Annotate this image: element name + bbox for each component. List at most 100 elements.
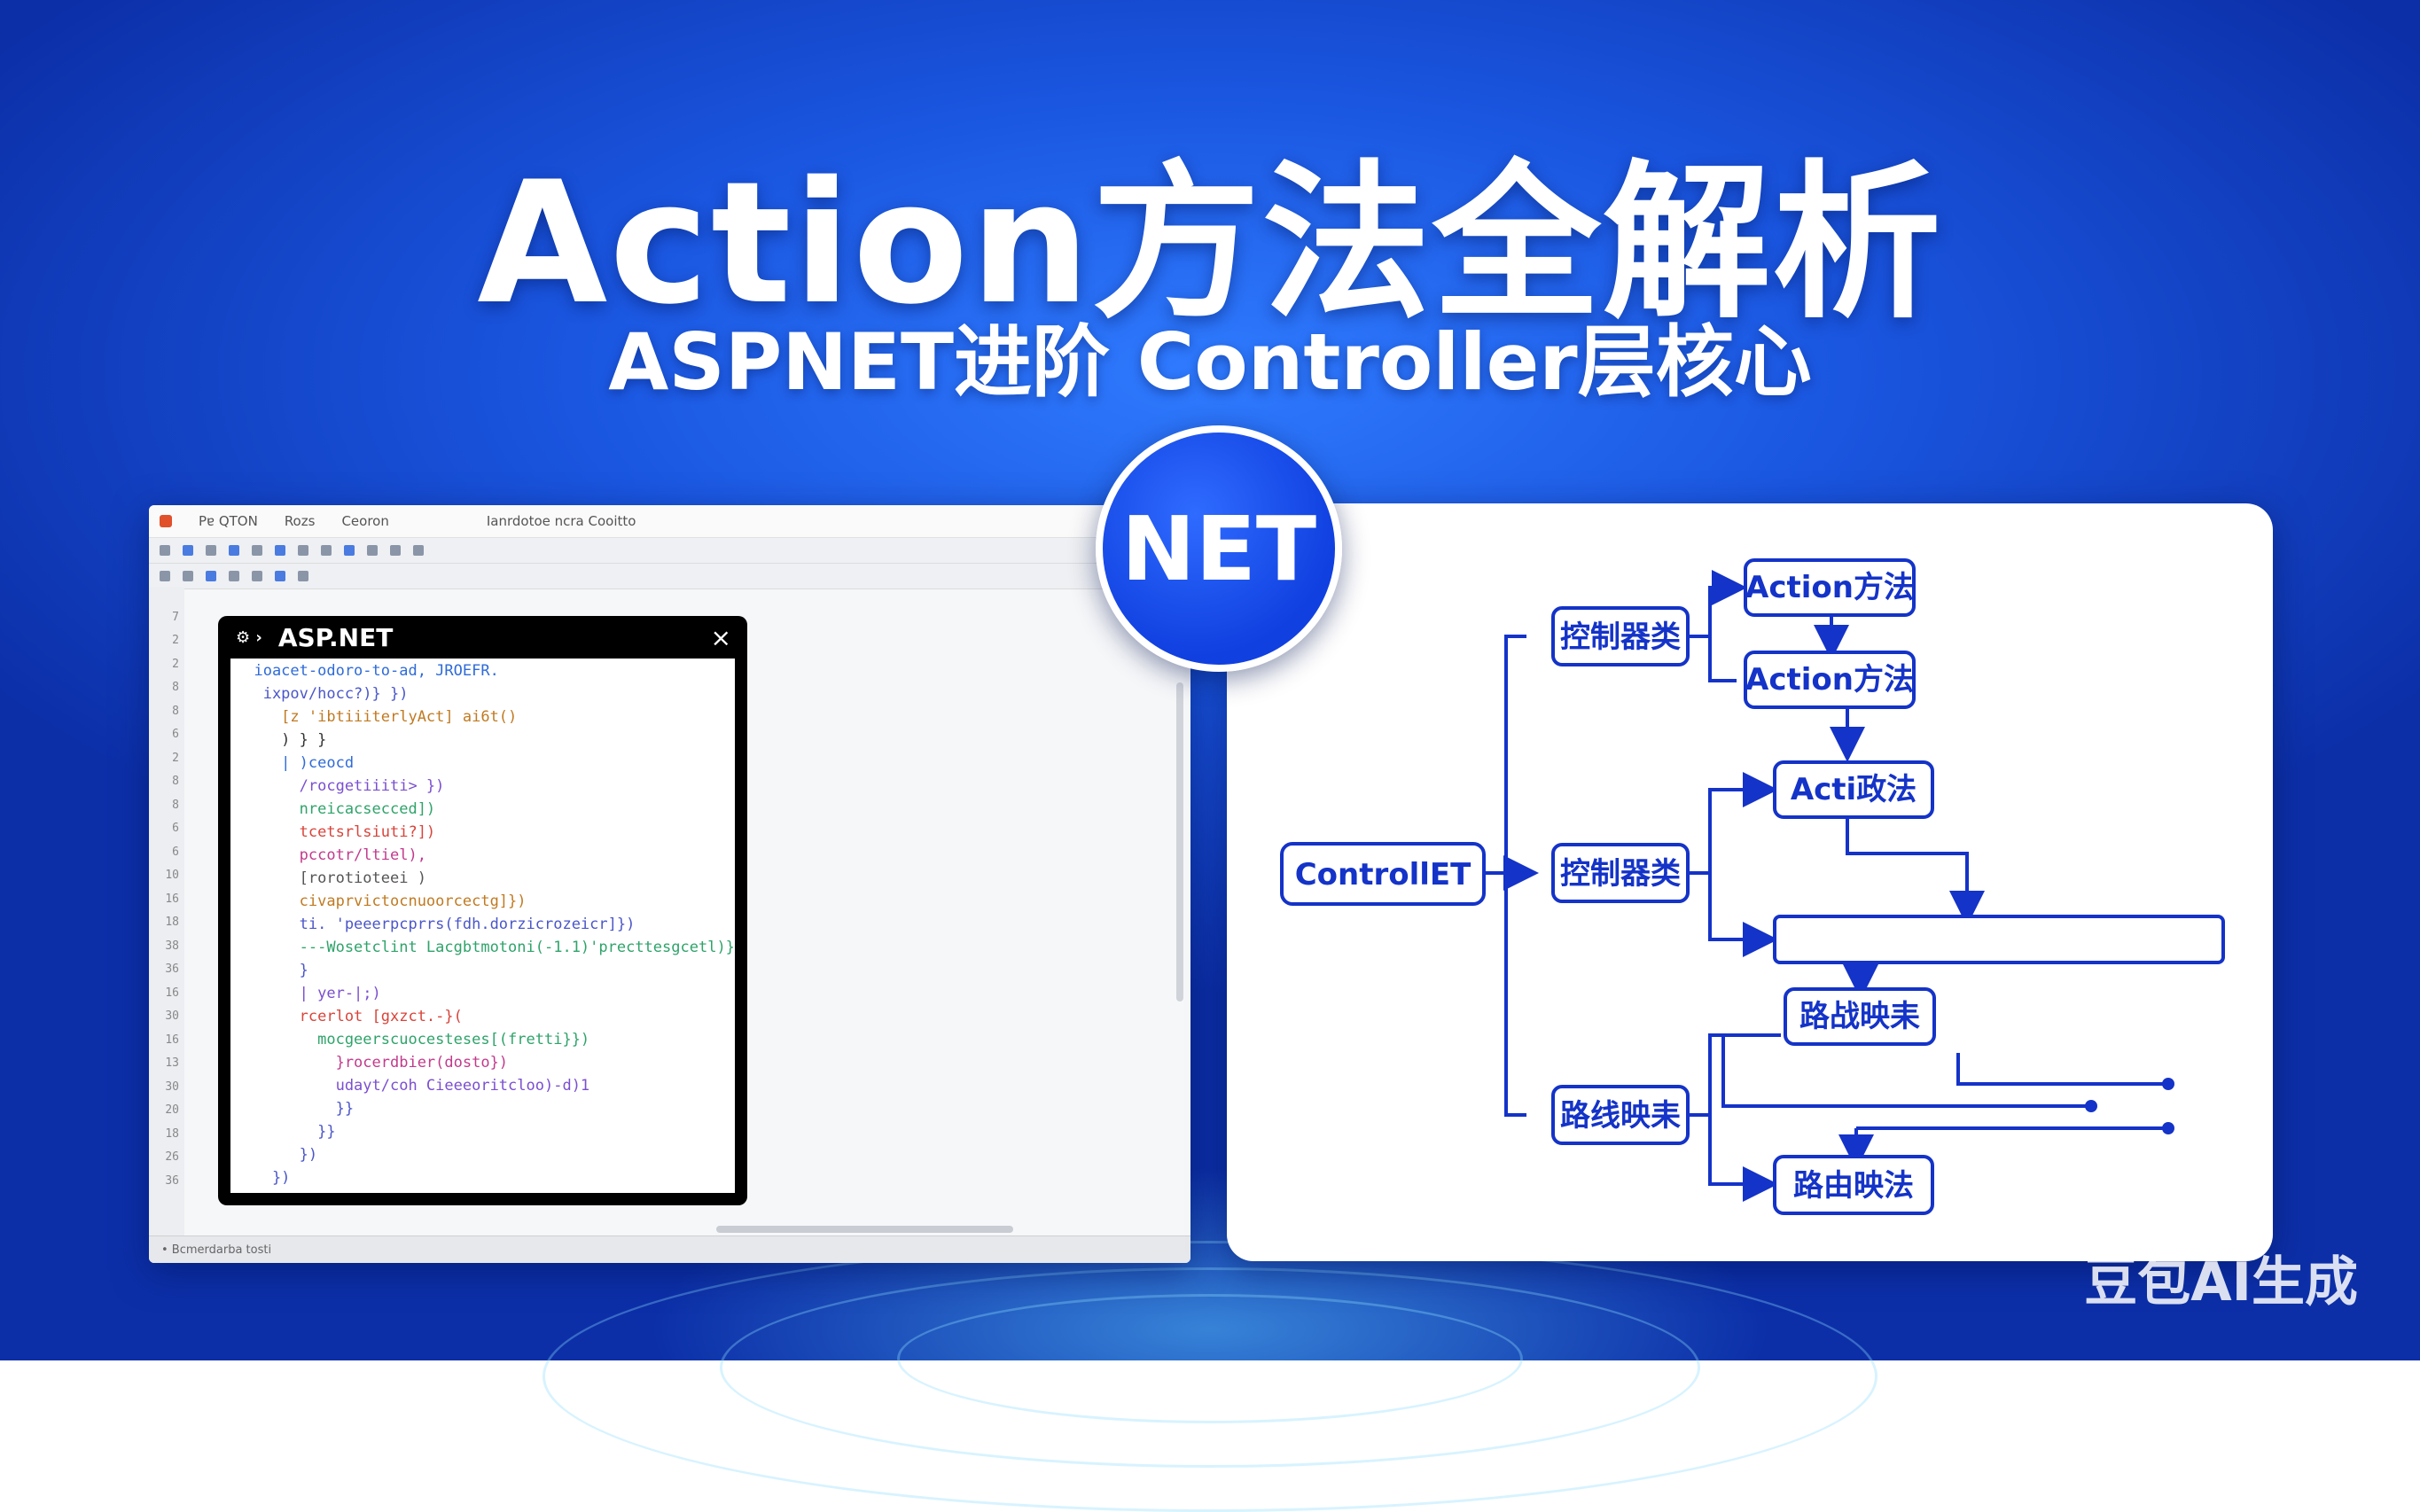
toolbar-icon[interactable] xyxy=(252,545,262,556)
edge xyxy=(1708,873,1778,957)
code-line: ioacet-odoro-to-ad, JROEFR. xyxy=(236,662,499,680)
edge xyxy=(1688,570,1747,638)
toolbar-icon[interactable] xyxy=(160,545,170,556)
toolbar-icon[interactable] xyxy=(229,571,239,581)
node-long-bar[interactable] xyxy=(1773,915,2225,964)
code-line: [z 'ibtiiiterlyAct] ai6t() xyxy=(236,708,518,726)
code-line: } xyxy=(236,962,308,979)
code-window-icon: ⚙ › xyxy=(236,627,262,647)
code-editor[interactable]: ioacet-odoro-to-ad, JROEFR. ixpov/hocc?)… xyxy=(230,659,735,1193)
toolbar-icon[interactable] xyxy=(183,571,193,581)
line-number: 8 xyxy=(172,681,179,694)
svg-text:Action方法: Action方法 xyxy=(1745,662,1914,698)
vertical-scrollbar[interactable] xyxy=(1176,682,1183,1002)
toolbar-icon[interactable] xyxy=(413,545,424,556)
line-number: 2 xyxy=(172,634,179,647)
edge xyxy=(1708,1115,1778,1202)
edge xyxy=(1956,1053,2168,1086)
toolbar-icon[interactable] xyxy=(252,571,262,581)
line-number: 30 xyxy=(165,1009,179,1023)
toolbar-icon[interactable] xyxy=(298,545,308,556)
edge xyxy=(1721,1035,2091,1108)
line-number: 36 xyxy=(165,1173,179,1188)
ide-window: Pɐ QTON Rozs Ceoron Ianrdotoe ncra Cooit… xyxy=(149,505,1190,1263)
node-controller[interactable]: ControllET xyxy=(1280,842,1486,906)
code-line: ti. 'peeerpcprrs(fdh.dorzicrozeicr]}) xyxy=(236,916,636,933)
ide-toolbar-2 xyxy=(149,564,1190,589)
code-line: }) xyxy=(236,1146,318,1164)
line-number: 18 xyxy=(165,916,179,929)
flow-diagram-svg: ControllET 控制器类 控制器类 路线映耒 Action方法 Actio… xyxy=(1280,558,2225,1215)
ide-titlebar: Pɐ QTON Rozs Ceoron Ianrdotoe ncra Cooit… xyxy=(149,505,1190,538)
toolbar-icon[interactable] xyxy=(390,545,401,556)
svg-text:Action方法: Action方法 xyxy=(1745,570,1914,605)
node-action-2[interactable]: Action方法 xyxy=(1744,651,1916,709)
svg-text:路由映法: 路由映法 xyxy=(1793,1168,1914,1204)
edge xyxy=(1504,635,1526,873)
close-icon[interactable]: × xyxy=(710,622,731,652)
svg-text:Acti政法: Acti政法 xyxy=(1791,772,1916,807)
toolbar-icon[interactable] xyxy=(206,545,216,556)
line-number: 13 xyxy=(165,1056,179,1070)
ide-toolbar-1 xyxy=(149,538,1190,564)
node-route-map-mid[interactable]: 路战映耒 xyxy=(1784,987,1936,1046)
glow-ring-3 xyxy=(897,1294,1523,1423)
toolbar-icon[interactable] xyxy=(344,545,355,556)
edge-dot xyxy=(2162,1122,2174,1134)
toolbar-icon[interactable] xyxy=(367,545,378,556)
node-controller-class-top[interactable]: 控制器类 xyxy=(1551,606,1690,666)
ide-title-item[interactable]: Rozs xyxy=(284,513,316,529)
ide-title-item[interactable]: Ceoron xyxy=(341,513,389,529)
svg-text:路线映耒: 路线映耒 xyxy=(1560,1098,1681,1134)
toolbar-icon[interactable] xyxy=(206,571,216,581)
horizontal-scrollbar[interactable] xyxy=(716,1226,1013,1233)
line-number xyxy=(149,587,184,611)
ide-logo-icon xyxy=(160,515,172,527)
line-number: 26 xyxy=(165,1150,179,1164)
svg-text:控制器类: 控制器类 xyxy=(1560,620,1681,655)
node-controller-class-mid[interactable]: 控制器类 xyxy=(1551,843,1690,903)
node-action-1[interactable]: Action方法 xyxy=(1744,558,1916,617)
node-action-3[interactable]: Acti政法 xyxy=(1773,760,1934,819)
toolbar-icon[interactable] xyxy=(298,571,308,581)
toolbar-icon[interactable] xyxy=(160,571,170,581)
node-route-map-bottom[interactable]: 路由映法 xyxy=(1773,1155,1934,1215)
status-text: • Bcmerdarba tosti xyxy=(161,1243,272,1257)
code-window: ⚙ › ASP.NET × ioacet-odoro-to-ad, JROEFR… xyxy=(218,616,747,1205)
code-line: | yer-|;) xyxy=(236,985,381,1002)
svg-text:ControllET: ControllET xyxy=(1295,857,1472,892)
toolbar-icon[interactable] xyxy=(183,545,193,556)
code-line: tcetsrlsiuti?]) xyxy=(236,823,436,841)
code-window-titlebar: ⚙ › ASP.NET × xyxy=(218,616,747,659)
edge xyxy=(1688,1033,1781,1117)
code-line: nreicacsecced]) xyxy=(236,800,436,818)
page-subtitle: ASPNET进阶 Controller层核心 xyxy=(608,316,1812,408)
line-number: 38 xyxy=(165,939,179,953)
code-line: [rorotioteei ) xyxy=(236,869,426,887)
edge xyxy=(1688,772,1778,875)
line-number: 2 xyxy=(172,751,179,765)
net-badge: NET xyxy=(1096,425,1342,672)
line-number: 36 xyxy=(165,963,179,976)
ide-title-item[interactable]: Pɐ QTON xyxy=(199,513,258,529)
toolbar-icon[interactable] xyxy=(275,571,285,581)
edge xyxy=(1504,873,1526,1117)
line-number: 8 xyxy=(172,775,179,788)
toolbar-icon[interactable] xyxy=(275,545,285,556)
edge xyxy=(1846,809,1985,926)
line-number: 6 xyxy=(172,845,179,859)
edge-dot xyxy=(2162,1078,2174,1090)
code-line: pccotr/ltiel), xyxy=(236,846,426,864)
toolbar-icon[interactable] xyxy=(229,545,239,556)
line-number: 6 xyxy=(172,728,179,741)
toolbar-icon[interactable] xyxy=(321,545,332,556)
node-route-map-left[interactable]: 路线映耒 xyxy=(1551,1085,1690,1145)
page-title: Action方法全解析 xyxy=(477,145,1943,341)
line-number: 10 xyxy=(165,869,179,882)
line-number: 16 xyxy=(165,1033,179,1047)
code-line: udayt/coh Cieeeoritcloo)-d)1 xyxy=(236,1077,590,1095)
code-line: }} xyxy=(236,1123,336,1141)
ide-title-item[interactable]: Ianrdotoe ncra Cooitto xyxy=(486,513,636,529)
line-number: 20 xyxy=(165,1103,179,1117)
